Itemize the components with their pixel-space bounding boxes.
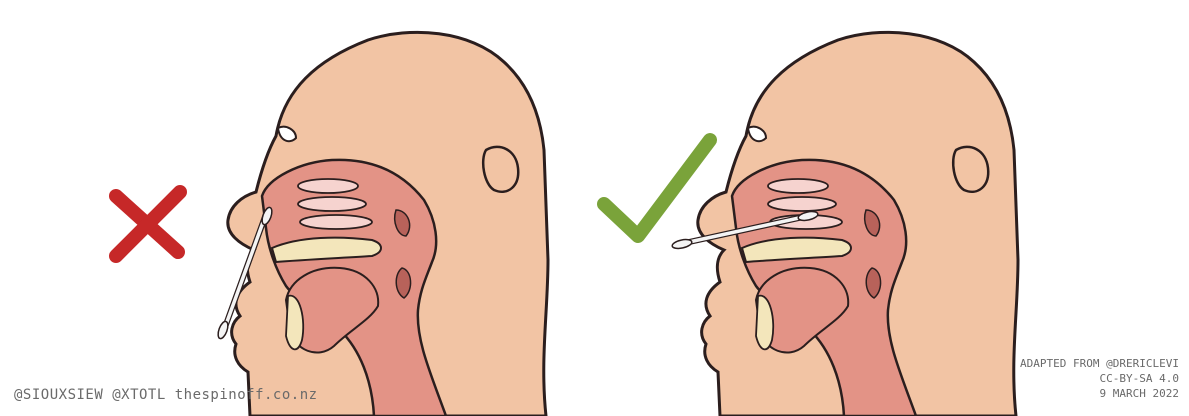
credit-adapted-from: ADAPTED FROM @DRERICLEVI [1020,356,1179,371]
credit-license: ADAPTED FROM @DRERICLEVI CC-BY-SA 4.0 9 … [1020,356,1179,401]
check-icon [604,140,710,236]
right-panel [604,32,1018,416]
left-ear [483,147,518,192]
cross-icon [116,192,180,256]
credit-authors: @SIOUXSIEW @XTOTL thespinoff.co.nz [14,387,318,403]
credit-license-type: CC-BY-SA 4.0 [1020,371,1179,386]
credit-date: 9 MARCH 2022 [1020,386,1179,401]
right-ear [953,147,988,192]
left-panel [116,32,548,416]
